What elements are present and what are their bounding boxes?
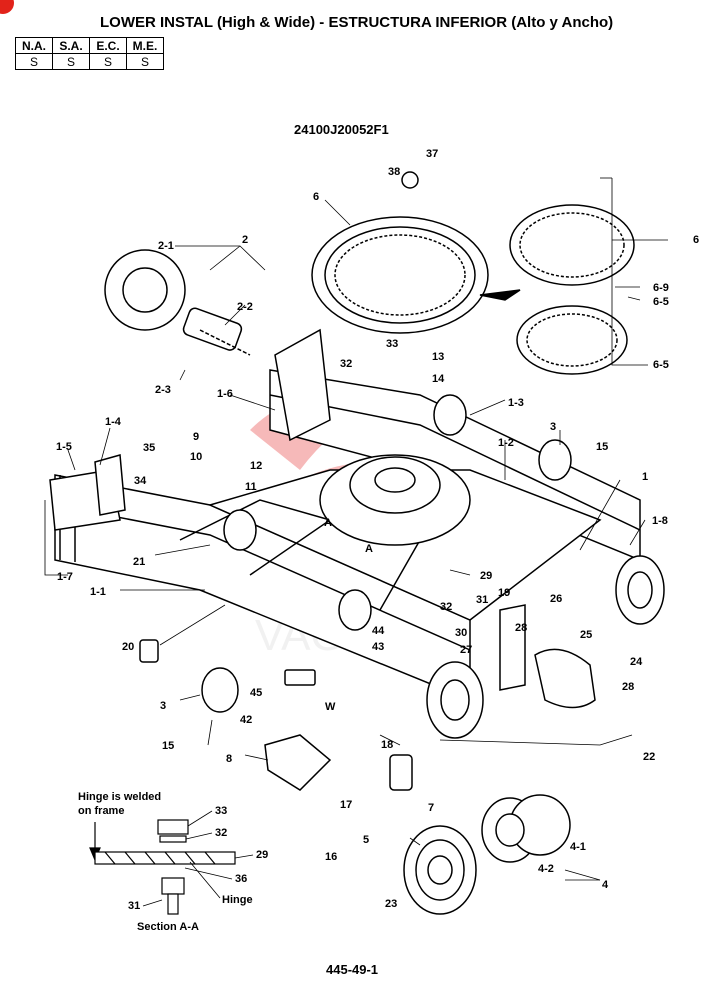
idler-assembly xyxy=(104,249,251,356)
callout-37: 37 xyxy=(426,148,438,160)
callout-4-2: 4-2 xyxy=(538,863,554,875)
drawing-number: 24100J20052F1 xyxy=(294,122,389,137)
callout-2: 2 xyxy=(242,234,248,246)
callout-45: 45 xyxy=(250,687,262,699)
callout-5: 5 xyxy=(363,834,369,846)
callout-8: 8 xyxy=(226,753,232,765)
callout-25: 25 xyxy=(580,629,592,641)
callout-38: 38 xyxy=(388,166,400,178)
swing-bearing-ring xyxy=(311,216,489,334)
col-me-value: S xyxy=(126,53,164,70)
callout-6-5-lower: 6-5 xyxy=(653,359,669,371)
callout-20: 20 xyxy=(122,641,134,653)
callout-22: 22 xyxy=(643,751,655,763)
callout-28-upper: 28 xyxy=(515,622,527,634)
callout-27: 27 xyxy=(460,644,472,656)
col-sa-header: S.A. xyxy=(52,37,90,54)
callout-15-left: 15 xyxy=(162,740,174,752)
callout-13: 13 xyxy=(432,351,444,363)
track-roller-assemblies xyxy=(201,394,572,713)
callout-1-8: 1-8 xyxy=(652,515,668,527)
callout-10: 10 xyxy=(190,451,202,463)
track-guard xyxy=(264,734,332,791)
sprocket xyxy=(403,825,477,915)
callout-30: 30 xyxy=(455,627,467,639)
callout-A-right: A xyxy=(365,543,373,555)
section-callout-32: 32 xyxy=(215,827,227,839)
callout-14: 14 xyxy=(432,373,445,385)
section-caption: Section A-A xyxy=(137,921,199,933)
callout-15-right: 15 xyxy=(596,441,608,453)
callout-2-1: 2-1 xyxy=(158,240,174,252)
hinge-note-line-1: Hinge is welded xyxy=(78,791,161,803)
callout-7: 7 xyxy=(428,802,434,814)
callout-6-5-upper: 6-5 xyxy=(653,296,669,308)
col-na-value: S xyxy=(15,53,53,70)
callout-33: 33 xyxy=(386,338,398,350)
callout-2-2: 2-2 xyxy=(237,301,253,313)
swing-bearing-exploded xyxy=(479,204,635,375)
col-sa-value: S xyxy=(52,53,90,70)
corner-mark xyxy=(0,0,14,14)
section-callout-33: 33 xyxy=(215,805,227,817)
callout-6-bracket: 6 xyxy=(693,234,699,246)
hinge-note-line-2: on frame xyxy=(78,805,124,817)
track-frame xyxy=(49,328,665,739)
section-callout-31: 31 xyxy=(128,900,140,912)
callout-12: 12 xyxy=(250,460,262,472)
callout-32-top: 32 xyxy=(340,358,352,370)
callout-35: 35 xyxy=(143,442,155,454)
callout-1-6: 1-6 xyxy=(217,388,233,400)
callout-9: 9 xyxy=(193,431,199,443)
callout-1-7: 1-7 xyxy=(57,571,73,583)
section-hinge-label: Hinge xyxy=(222,894,253,906)
section-a-a-detail: Hinge is welded on frame 33 32 29 36 31 … xyxy=(78,791,268,933)
callout-4: 4 xyxy=(602,879,609,891)
callout-16: 16 xyxy=(325,851,337,863)
section-callout-36: 36 xyxy=(235,873,247,885)
callout-34: 34 xyxy=(134,475,147,487)
callout-W: W xyxy=(325,701,336,713)
callout-23: 23 xyxy=(385,898,397,910)
callout-42: 42 xyxy=(240,714,252,726)
small-parts xyxy=(139,171,419,791)
callout-3-right: 3 xyxy=(550,421,556,433)
page-number: 445-49-1 xyxy=(326,962,379,977)
callout-6-9: 6-9 xyxy=(653,282,669,294)
leader-lines xyxy=(44,177,668,881)
travel-motor xyxy=(481,794,571,863)
callout-43: 43 xyxy=(372,641,384,653)
section-callout-29: 29 xyxy=(256,849,268,861)
swing-bearing-mount xyxy=(319,454,471,546)
applicability-table: N.A. S.A. E.C. M.E. S S S S xyxy=(15,37,164,70)
cover-plates xyxy=(499,604,596,709)
callout-1-1: 1-1 xyxy=(90,586,106,598)
callout-32-mid: 32 xyxy=(440,601,452,613)
callout-44: 44 xyxy=(372,625,385,637)
callout-31: 31 xyxy=(476,594,488,606)
callout-1: 1 xyxy=(642,471,648,483)
callout-28-lower: 28 xyxy=(622,681,634,693)
callout-11: 11 xyxy=(245,481,257,493)
callout-3-left: 3 xyxy=(160,700,166,712)
part-callouts: 2 2-1 2-2 2-3 6 6-9 6-5 6-5 6 37 38 33 3… xyxy=(56,148,699,910)
callout-1-4: 1-4 xyxy=(105,416,122,428)
callout-18: 18 xyxy=(381,739,393,751)
callout-26: 26 xyxy=(550,593,562,605)
callout-1-2: 1-2 xyxy=(498,437,514,449)
callout-17: 17 xyxy=(340,799,352,811)
callout-2-3: 2-3 xyxy=(155,384,171,396)
callout-19: 19 xyxy=(498,587,510,599)
callout-29: 29 xyxy=(480,570,492,582)
callout-1-3: 1-3 xyxy=(508,397,524,409)
callout-21: 21 xyxy=(133,556,145,568)
callout-6: 6 xyxy=(313,191,319,203)
callout-A-left: A xyxy=(324,517,332,529)
page-title: LOWER INSTAL (High & Wide) - ESTRUCTURA … xyxy=(100,14,614,31)
callout-1-5: 1-5 xyxy=(56,441,72,453)
callout-24: 24 xyxy=(630,656,643,668)
callout-4-1: 4-1 xyxy=(570,841,586,853)
